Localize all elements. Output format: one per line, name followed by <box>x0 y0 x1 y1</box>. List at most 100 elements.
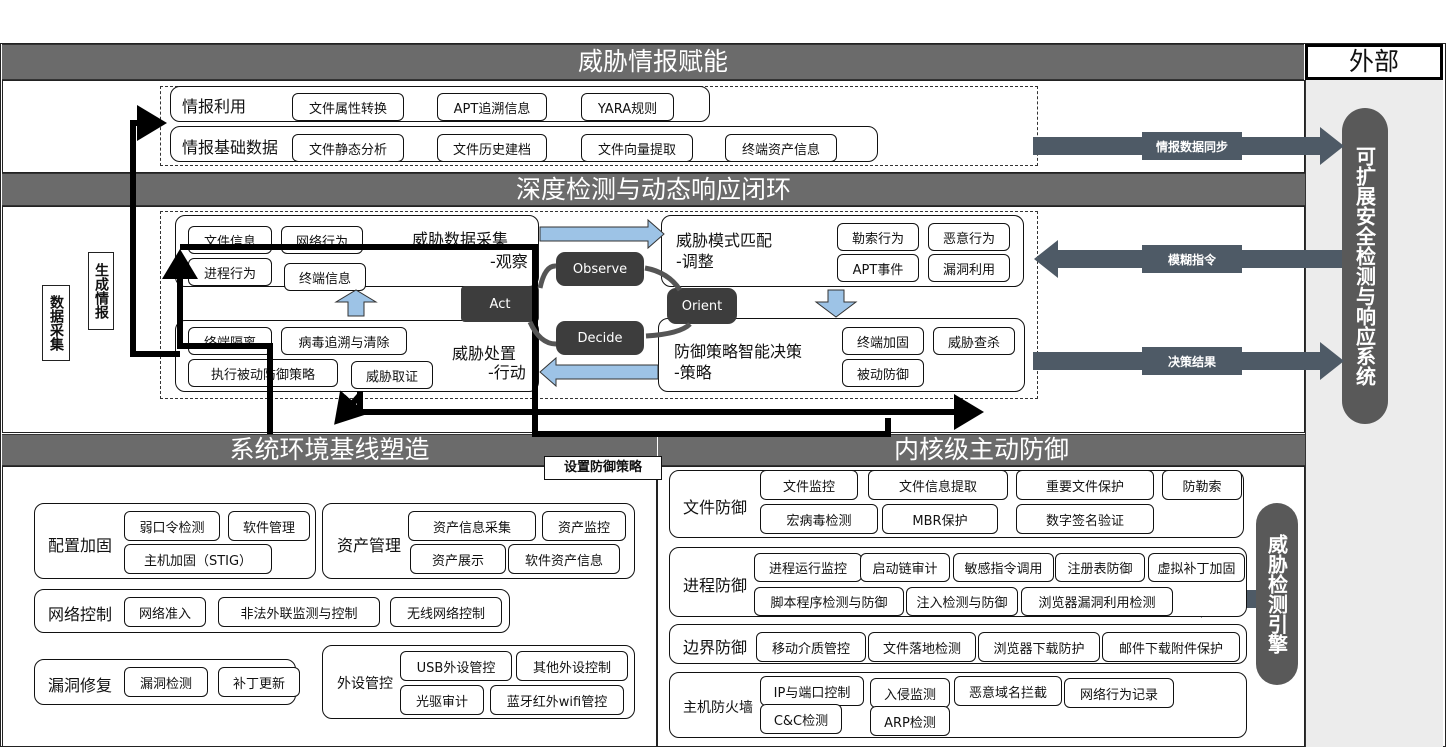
file-chip: 数字签名验证 <box>1016 504 1154 534</box>
intel-chip: 文件历史建档 <box>437 134 547 162</box>
file-chip: 宏病毒检测 <box>760 504 878 534</box>
dispose-chip: 威胁取证 <box>351 361 433 389</box>
process-chip: 注册表防御 <box>1055 553 1145 582</box>
collect-chip: 进程行为 <box>188 258 272 286</box>
dispose-chip: 执行被动防御策略 <box>188 359 338 387</box>
collect-sub: -观察 <box>490 252 528 271</box>
intel-sync-label: 情报数据同步 <box>1142 132 1242 160</box>
border-chip: 浏览器下载防护 <box>978 632 1100 662</box>
policy-chip: 被动防御 <box>842 359 924 387</box>
collect-return-arrow <box>162 249 273 434</box>
process-defense-label: 进程防御 <box>683 576 748 595</box>
ooda-curve <box>537 263 557 289</box>
match-chip: 勒索行为 <box>837 223 919 251</box>
asset-chip: 资产信息采集 <box>408 511 536 541</box>
process-chip: 浏览器漏洞利用检测 <box>1021 587 1173 616</box>
peripheral-chip: USB外设管控 <box>400 651 512 681</box>
file-chip: 文件信息提取 <box>868 470 1008 500</box>
match-chip: APT事件 <box>837 254 919 282</box>
process-chip: 虚拟补丁加固 <box>1148 553 1245 582</box>
policy-to-dispose-arrow <box>539 356 659 388</box>
file-chip: 重要文件保护 <box>1016 470 1154 500</box>
asset-label: 资产管理 <box>337 536 402 555</box>
firewall-chip: 入侵监测 <box>870 678 950 708</box>
process-chip: 进程运行监控 <box>754 553 862 582</box>
border-chip: 文件落地检测 <box>868 632 976 662</box>
peripheral-chip: 其他外设控制 <box>516 651 628 681</box>
peripheral-chip: 蓝牙红外wifi管控 <box>490 685 624 715</box>
network-chip: 无线网络控制 <box>390 597 502 627</box>
ooda-curve <box>644 265 683 292</box>
observe-feed-line <box>180 244 891 437</box>
detection-engine-label: 威胁检测引擎 <box>1256 503 1298 685</box>
ooda-curve <box>527 320 557 347</box>
vuln-chip: 漏洞检测 <box>124 667 208 697</box>
ooda-decide: Decide <box>556 321 644 355</box>
match-sub: -调整 <box>676 252 714 271</box>
process-chip: 脚本程序检测与防御 <box>754 587 904 616</box>
match-chip: 漏洞利用 <box>928 254 1010 282</box>
intel-chip: 文件属性转换 <box>292 93 404 121</box>
ooda-orient: Orient <box>667 288 737 324</box>
decision-label: 决策结果 <box>1142 347 1242 375</box>
vuln-label: 漏洞修复 <box>48 676 113 695</box>
collect-to-match-arrow <box>539 218 665 250</box>
config-chip: 主机加固（STIG） <box>124 544 272 574</box>
external-system-label: 可扩展安全检测与响应系统 <box>1342 108 1388 424</box>
data-collect-label: 数据采集 <box>42 285 70 361</box>
policy-chip: 威胁查杀 <box>933 327 1015 355</box>
network-chip: 网络准入 <box>124 597 206 627</box>
config-label: 配置加固 <box>48 536 113 555</box>
intel-chip: 文件向量提取 <box>581 134 693 162</box>
match-chip: 恶意行为 <box>928 223 1010 251</box>
band-threat-intel: 威胁情报赋能 <box>2 44 1304 80</box>
border-chip: 移动介质管控 <box>756 632 866 662</box>
border-defense-label: 边界防御 <box>683 638 748 657</box>
intel-use-label: 情报利用 <box>182 97 247 116</box>
baseline-arrow <box>334 390 368 425</box>
process-chip: 敏感指令调用 <box>953 553 1054 582</box>
process-chip: 启动链审计 <box>860 553 950 582</box>
config-chip: 软件管理 <box>228 511 310 541</box>
firewall-chip: 网络行为记录 <box>1064 678 1174 708</box>
dispose-to-collect-arrow <box>334 289 378 317</box>
intel-chip: 文件静态分析 <box>292 134 404 162</box>
firewall-chip: C&C检测 <box>760 704 842 734</box>
match-to-policy-arrow <box>814 289 858 318</box>
config-chip: 弱口令检测 <box>124 511 220 541</box>
firewall-chip: 恶意域名拦截 <box>954 676 1062 706</box>
intel-base-label: 情报基础数据 <box>182 138 279 157</box>
asset-chip: 资产监控 <box>542 511 626 541</box>
border-chip: 邮件下载附件保护 <box>1102 632 1240 662</box>
peripheral-label: 外设管控 <box>337 676 393 692</box>
firewall-chip: ARP检测 <box>870 706 950 736</box>
file-chip: 文件监控 <box>760 470 858 500</box>
match-title: 威胁模式匹配 <box>676 231 773 250</box>
file-defense-label: 文件防御 <box>683 498 748 517</box>
ooda-act: Act <box>461 286 539 322</box>
kernel-arrow <box>357 391 984 430</box>
firewall-chip: IP与端口控制 <box>760 676 864 706</box>
intel-chip: 终端资产信息 <box>725 134 837 162</box>
policy-sub: -策略 <box>674 363 712 382</box>
file-chip: 防勒索 <box>1162 470 1242 500</box>
asset-chip: 资产展示 <box>410 544 506 574</box>
policy-chip: 终端加固 <box>842 327 924 355</box>
network-label: 网络控制 <box>48 605 113 624</box>
band-deep-detection: 深度检测与动态响应闭环 <box>2 173 1305 206</box>
dispose-title: 威胁处置 <box>452 344 517 363</box>
dispose-sub: -行动 <box>488 363 526 382</box>
collect-chip: 终端信息 <box>284 263 366 291</box>
network-chip: 非法外联监测与控制 <box>218 597 380 627</box>
band-external: 外部 <box>1305 44 1443 80</box>
process-chip: 注入检测与防御 <box>906 587 1018 616</box>
vuln-chip: 补丁更新 <box>218 667 300 697</box>
ooda-observe: Observe <box>556 252 644 286</box>
peripheral-chip: 光驱审计 <box>400 685 484 715</box>
intel-chip: APT追溯信息 <box>437 93 547 121</box>
policy-title: 防御策略智能决策 <box>674 342 803 361</box>
fuzzy-cmd-label: 模糊指令 <box>1142 245 1242 273</box>
gen-intel-arrow <box>130 105 180 357</box>
firewall-label: 主机防火墙 <box>683 700 753 716</box>
band-kernel: 内核级主动防御 <box>657 434 1305 466</box>
